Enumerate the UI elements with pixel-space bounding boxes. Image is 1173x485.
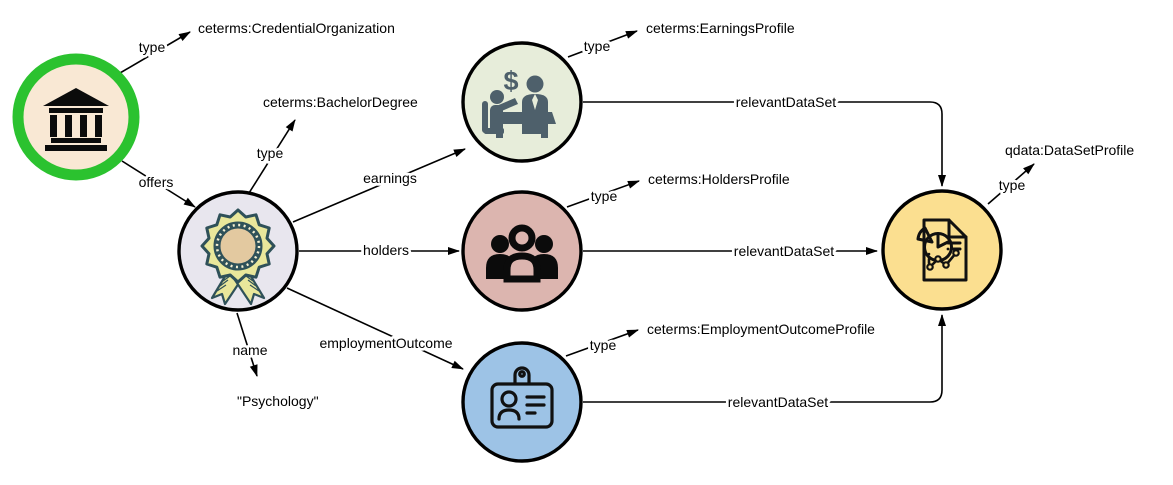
- type-value-holders-profile: ceterms:HoldersProfile: [648, 171, 790, 187]
- edge-label-name: name: [232, 342, 267, 358]
- edge-label-type-organization: type: [139, 39, 166, 55]
- edge-label-type-employment-profile: type: [590, 337, 617, 353]
- type-value-credential-organization: ceterms:CredentialOrganization: [198, 20, 395, 36]
- type-value-earnings-profile: ceterms:EarningsProfile: [646, 20, 795, 36]
- people-group-icon: [486, 224, 558, 283]
- edge-offers: [121, 160, 196, 208]
- edge-credential-type: [248, 119, 296, 194]
- edge-earnings-profile-type: [567, 30, 638, 58]
- node-credential-organization[interactable]: [12, 53, 140, 181]
- edge-earnings-relevant-dataset: [583, 101, 946, 187]
- dollar-glyph: $: [503, 66, 518, 96]
- type-value-dataset-profile: qdata:DataSetProfile: [1005, 142, 1134, 158]
- edge-employment-profile-type: [565, 329, 639, 357]
- edge-employment-relevant-dataset: [583, 314, 946, 403]
- salary-meeting-icon: $: [482, 66, 556, 138]
- edge-earnings: [292, 148, 466, 223]
- edge-holders-profile-type: [566, 180, 640, 208]
- edge-name: [236, 312, 258, 377]
- edge-label-type-credential: type: [257, 145, 284, 161]
- node-earnings-profile[interactable]: $: [461, 41, 583, 163]
- node-holders-profile[interactable]: [461, 190, 583, 312]
- edge-label-holders: holders: [363, 242, 409, 258]
- data-report-icon: [916, 218, 968, 282]
- node-bachelor-degree-credential[interactable]: [177, 190, 299, 312]
- bank-icon: [43, 88, 109, 151]
- node-employment-outcome-profile[interactable]: [461, 341, 583, 463]
- edge-label-offers: offers: [139, 174, 174, 190]
- type-value-employment-outcome-profile: ceterms:EmploymentOutcomeProfile: [647, 321, 875, 337]
- edge-label-relevant-dataset-employment: relevantDataSet: [728, 394, 829, 410]
- edge-label-earnings: earnings: [363, 170, 417, 186]
- edge-employment-outcome: [286, 287, 464, 370]
- edge-label-type-earnings-profile: type: [584, 38, 611, 54]
- edge-label-relevant-dataset-earnings: relevantDataSet: [736, 94, 837, 110]
- edge-label-employment-outcome: employmentOutcome: [319, 335, 452, 351]
- node-dataset-profile[interactable]: [881, 189, 1003, 311]
- edge-label-type-dataset-profile: type: [999, 177, 1026, 193]
- type-value-bachelor-degree: ceterms:BachelorDegree: [263, 94, 418, 110]
- id-badge-icon: [490, 366, 554, 429]
- edge-label-type-holders-profile: type: [591, 188, 618, 204]
- edge-organization-type: [119, 31, 191, 74]
- edge-label-relevant-dataset-holders: relevantDataSet: [734, 243, 835, 259]
- name-literal-psychology: "Psychology": [237, 393, 319, 409]
- award-rosette-icon: [200, 208, 276, 306]
- edge-dataset-profile-type: [987, 163, 1035, 205]
